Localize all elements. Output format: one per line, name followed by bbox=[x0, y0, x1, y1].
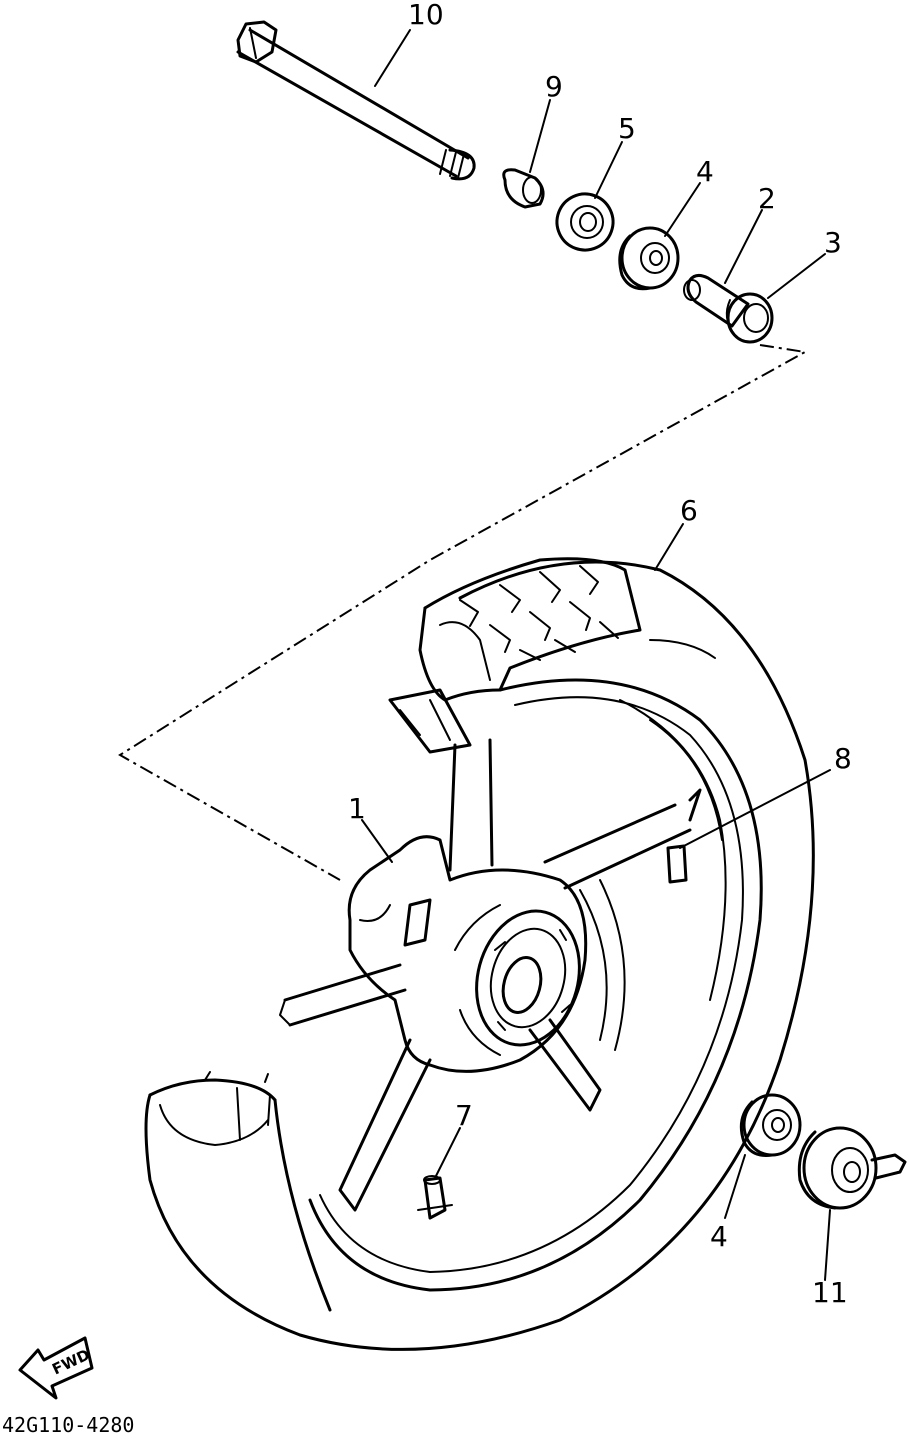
callout-5: 5 bbox=[618, 112, 636, 145]
meter-gear-part bbox=[797, 1126, 907, 1210]
callout-9: 9 bbox=[545, 70, 563, 103]
callout-2: 2 bbox=[758, 182, 776, 215]
callout-1: 1 bbox=[348, 792, 366, 825]
axle-part bbox=[236, 20, 476, 181]
alignment-lines bbox=[118, 344, 809, 881]
diagram-part-code: 42G110-4280 bbox=[2, 1413, 134, 1437]
leader-lines bbox=[361, 29, 831, 1281]
bearing-part-top bbox=[618, 226, 680, 291]
callout-8: 8 bbox=[834, 742, 852, 775]
collar-part-2 bbox=[725, 292, 774, 344]
callout-4-top: 4 bbox=[696, 155, 714, 188]
collar-part bbox=[502, 168, 545, 209]
oil-seal-part bbox=[555, 192, 615, 252]
hub-part bbox=[347, 835, 588, 1073]
balancer-weight-part bbox=[666, 844, 688, 884]
rim-part bbox=[308, 678, 763, 1292]
callout-7: 7 bbox=[455, 1099, 473, 1132]
spacer-part bbox=[683, 273, 750, 328]
callout-10: 10 bbox=[408, 0, 444, 31]
bearing-part-bottom bbox=[739, 1093, 802, 1157]
valve-part bbox=[417, 1175, 453, 1220]
spokes bbox=[279, 738, 702, 1212]
callout-11: 11 bbox=[812, 1276, 848, 1309]
forward-arrow-icon: FWD bbox=[18, 1336, 94, 1400]
callout-4-bottom: 4 bbox=[710, 1220, 728, 1253]
forward-label: FWD bbox=[49, 1346, 92, 1379]
tire-part bbox=[144, 557, 815, 1351]
callout-3: 3 bbox=[824, 226, 842, 259]
callout-6: 6 bbox=[680, 494, 698, 527]
